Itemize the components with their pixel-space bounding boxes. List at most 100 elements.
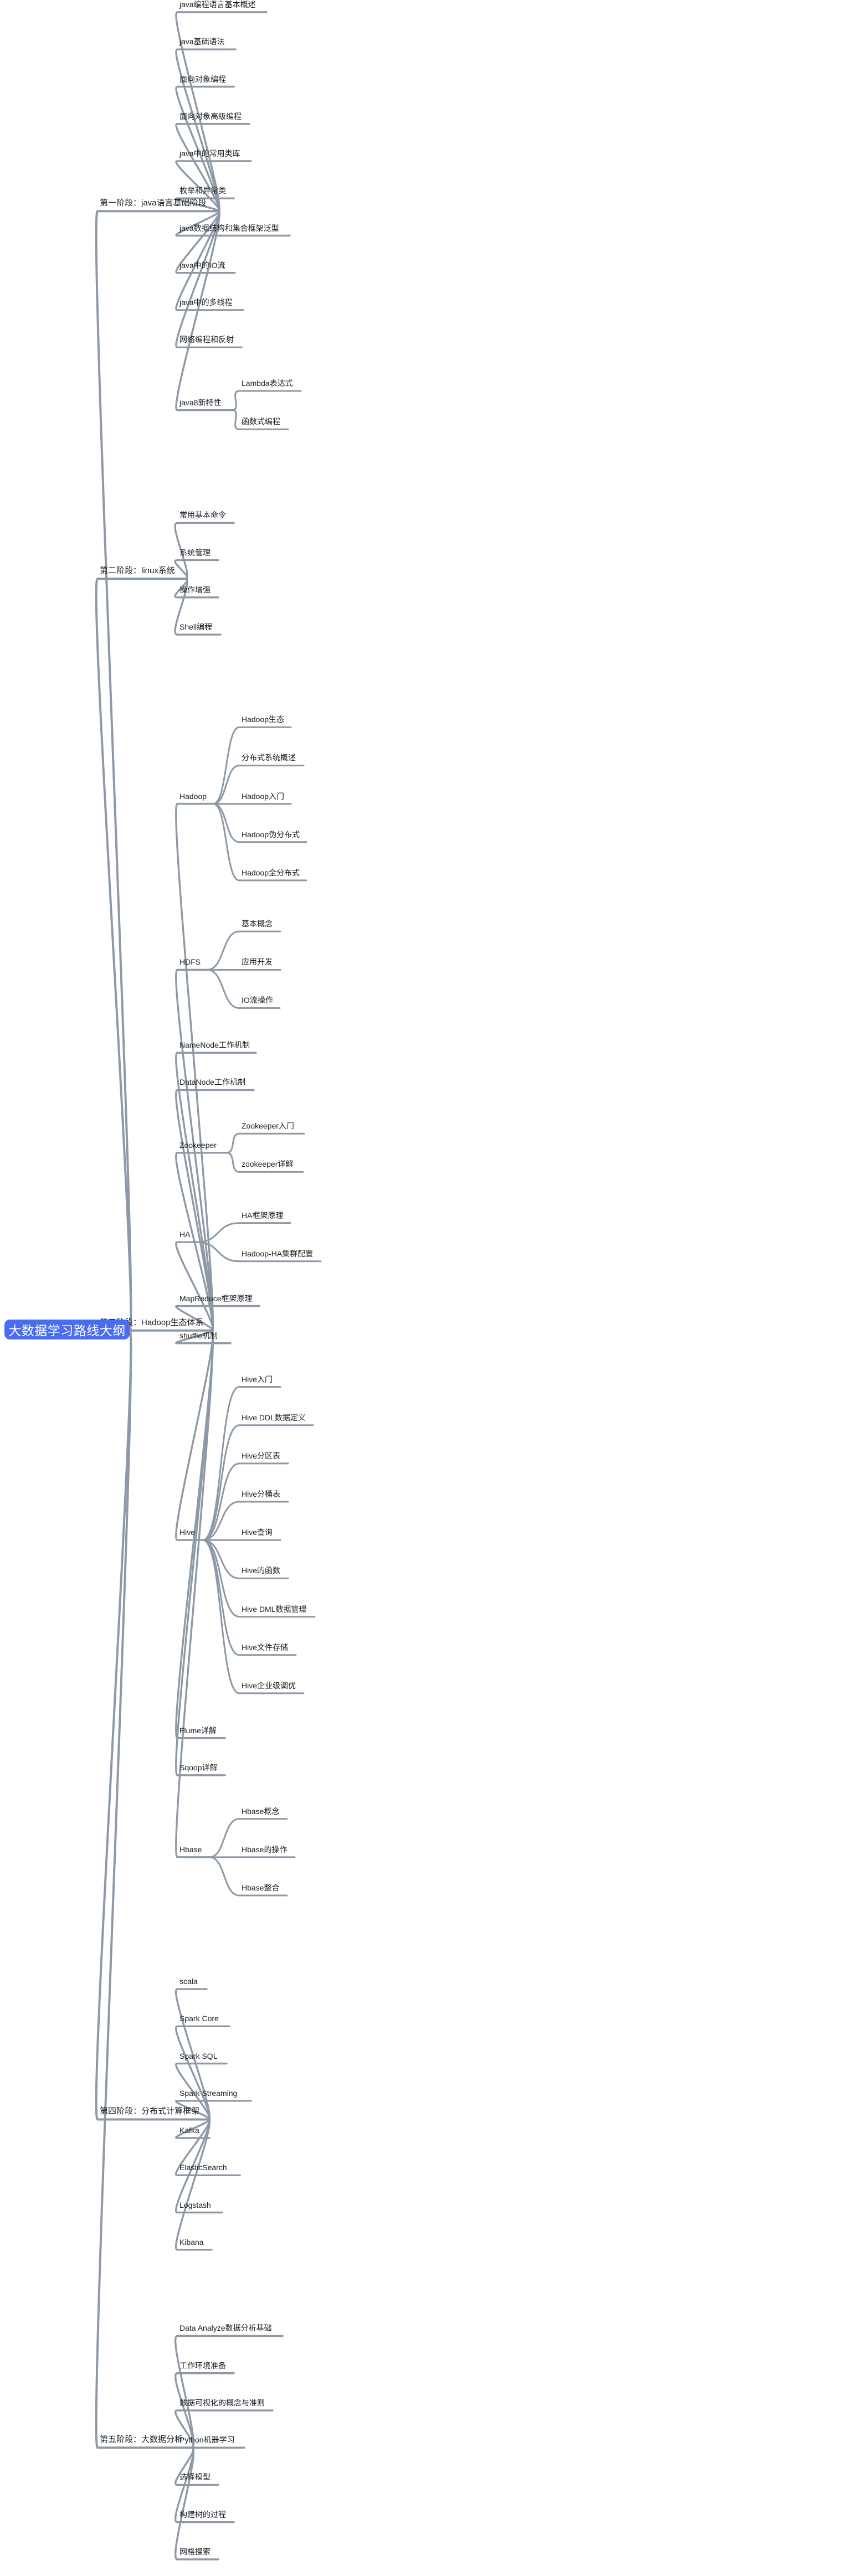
node-ha[interactable]: HA	[179, 1230, 190, 1238]
connector-path	[174, 2335, 284, 2449]
node-hive企业级调优[interactable]: Hive企业级调优	[242, 1682, 296, 1689]
node-系统管理[interactable]: 系统管理	[179, 549, 210, 557]
node-label: 工作环境准备	[179, 2361, 226, 2370]
node-kibana[interactable]: Kibana	[179, 2238, 204, 2246]
node-spark-streaming[interactable]: Spark Streaming	[179, 2089, 237, 2097]
node-hive分桶表[interactable]: Hive分桶表	[242, 1490, 280, 1498]
node-构建树的过程[interactable]: 构建树的过程	[179, 2511, 226, 2518]
node-scala[interactable]: scala	[179, 1977, 198, 1985]
node-hdfs[interactable]: HDFS	[179, 958, 201, 966]
node-hive-ddl数据定义[interactable]: Hive DDL数据定义	[242, 1414, 306, 1421]
node-spark-core[interactable]: Spark Core	[179, 2015, 219, 2022]
node-数据可视化的概念与准则[interactable]: 数据可视化的概念与准则	[179, 2399, 265, 2407]
node-操作增强[interactable]: 操作增强	[179, 586, 210, 594]
connector-path	[175, 1330, 214, 1858]
node-java数据结构和集合框架泛型[interactable]: java数据结构和集合框架泛型	[179, 224, 279, 232]
node-python机器学习[interactable]: Python机器学习	[179, 2436, 235, 2444]
node-label: Python机器学习	[179, 2435, 235, 2445]
node-hadoop伪分布式[interactable]: Hadoop伪分布式	[242, 831, 300, 838]
node-java中的多线程[interactable]: java中的多线程	[179, 298, 233, 306]
node-ha框架原理[interactable]: HA框架原理	[242, 1212, 283, 1219]
node-mapreduce框架原理[interactable]: MapReduce框架原理	[179, 1295, 253, 1302]
node-label: IO流操作	[242, 996, 273, 1005]
node-hive入门[interactable]: Hive入门	[242, 1375, 273, 1383]
node-label: Spark Core	[179, 2014, 219, 2023]
node-java中的io流[interactable]: java中的IO流	[179, 261, 225, 269]
node-选择模型[interactable]: 选择模型	[179, 2473, 210, 2481]
node-java编程语言基本概述[interactable]: java编程语言基本概述	[179, 1, 256, 8]
node-网络编程和反射[interactable]: 网络编程和反射	[179, 336, 234, 343]
node-基本概念[interactable]: 基本概念	[242, 920, 273, 928]
node-data-analyze数据分析基础[interactable]: Data Analyze数据分析基础	[179, 2324, 272, 2332]
node-logstash[interactable]: Logstash	[179, 2201, 211, 2209]
node-io流操作[interactable]: IO流操作	[242, 996, 273, 1004]
node-spark-sql[interactable]: Spark SQL	[179, 2052, 217, 2060]
node-hive文件存储[interactable]: Hive文件存储	[242, 1644, 288, 1651]
node-label: HDFS	[179, 957, 201, 967]
node-枚举和异常类[interactable]: 枚举和异常类	[179, 187, 226, 194]
node-hadoop全分布式[interactable]: Hadoop全分布式	[242, 869, 300, 877]
node-lambda表达式[interactable]: Lambda表达式	[242, 379, 293, 387]
node-shell编程[interactable]: Shell编程	[179, 623, 212, 631]
node-datanode工作机制[interactable]: DataNode工作机制	[179, 1078, 245, 1086]
node-hadoop生态[interactable]: Hadoop生态	[242, 715, 284, 723]
node-hbase概念[interactable]: Hbase概念	[242, 1807, 279, 1815]
node-label: Sqoop详解	[179, 1763, 218, 1772]
node-label: Lambda表达式	[242, 379, 293, 388]
node-常用基本命令[interactable]: 常用基本命令	[179, 511, 226, 519]
node-zookeeper详解[interactable]: zookeeper详解	[242, 1160, 293, 1168]
connector-path	[174, 559, 219, 580]
node-label: Hive查询	[242, 1528, 273, 1537]
node-第四阶段-分布式计算框架[interactable]: 第四阶段：分布式计算框架	[100, 2107, 199, 2115]
node-第二阶段-linux系统[interactable]: 第二阶段：linux系统	[100, 566, 175, 575]
node-label: 应用开发	[242, 957, 273, 967]
node-label: Hive	[179, 1528, 196, 1537]
node-java8新特性[interactable]: java8新特性	[179, 399, 221, 406]
node-elasticsearch[interactable]: ElasticSearch	[179, 2163, 227, 2171]
node-第一阶段-java语言基础阶段[interactable]: 第一阶段：java语言基础阶段	[100, 199, 207, 207]
node-hive查询[interactable]: Hive查询	[242, 1528, 273, 1536]
node-hadoop[interactable]: Hadoop	[179, 792, 207, 800]
node-shuffle机制[interactable]: shuffle机制	[179, 1332, 218, 1339]
node-java基础语法[interactable]: java基础语法	[179, 38, 225, 45]
node-label: Hadoop生态	[242, 715, 285, 724]
node-hbase[interactable]: Hbase	[179, 1846, 202, 1853]
node-hadoop入门[interactable]: Hadoop入门	[242, 792, 284, 800]
node-label: 构建树的过程	[179, 2510, 226, 2519]
node-hive-dml数据管理[interactable]: Hive DML数据管理	[242, 1605, 306, 1613]
root-node[interactable]: 大数据学习路线大纲	[4, 1319, 130, 1339]
node-flume详解[interactable]: Flume详解	[179, 1727, 217, 1734]
node-label: Flume详解	[179, 1725, 217, 1735]
node-hbase的操作[interactable]: Hbase的操作	[242, 1846, 287, 1853]
node-hive[interactable]: Hive	[179, 1528, 195, 1536]
node-label: Spark SQL	[179, 2051, 218, 2060]
node-label: Kibana	[179, 2237, 204, 2247]
node-分布式系统概述[interactable]: 分布式系统概述	[242, 754, 296, 761]
node-java中的常用类库[interactable]: java中的常用类库	[179, 150, 240, 157]
node-label: 函数式编程	[242, 417, 280, 426]
connector-path	[231, 390, 302, 411]
node-zookeeper[interactable]: Zookeeper	[179, 1141, 217, 1149]
node-sqoop详解[interactable]: Sqoop详解	[179, 1764, 217, 1771]
node-label: Hbase概念	[242, 1806, 280, 1816]
node-namenode工作机制[interactable]: NameNode工作机制	[179, 1041, 250, 1049]
node-zookeeper入门[interactable]: Zookeeper入门	[242, 1122, 294, 1130]
connector-path	[175, 210, 233, 411]
node-应用开发[interactable]: 应用开发	[242, 958, 273, 966]
node-kafka[interactable]: Kafka	[179, 2126, 199, 2134]
node-hive的函数[interactable]: Hive的函数	[242, 1567, 280, 1574]
node-面向对象编程[interactable]: 面向对象编程	[179, 75, 226, 83]
node-网格搜索[interactable]: 网格搜索	[179, 2548, 210, 2556]
node-hbase整合[interactable]: Hbase整合	[242, 1884, 279, 1892]
node-工作环境准备[interactable]: 工作环境准备	[179, 2362, 226, 2369]
node-第五阶段-大数据分析[interactable]: 第五阶段：大数据分析	[100, 2435, 183, 2444]
node-label: HA框架原理	[242, 1210, 284, 1220]
node-面向对象高级编程[interactable]: 面向对象高级编程	[179, 112, 242, 120]
node-label: Hbase整合	[242, 1883, 280, 1892]
node-label: 系统管理	[179, 548, 210, 557]
node-函数式编程[interactable]: 函数式编程	[242, 418, 280, 425]
node-hadoop-ha集群配置[interactable]: Hadoop-HA集群配置	[242, 1250, 313, 1258]
node-label: DataNode工作机制	[179, 1078, 246, 1087]
node-hive分区表[interactable]: Hive分区表	[242, 1452, 280, 1460]
node-label: java中的多线程	[179, 298, 233, 307]
